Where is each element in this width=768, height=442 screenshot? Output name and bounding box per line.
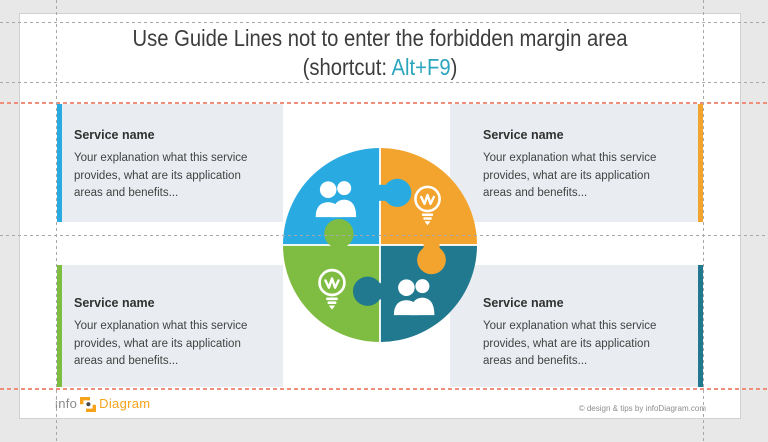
- shortcut-keys: Alt+F9: [391, 54, 451, 80]
- logo-icon: [80, 396, 97, 412]
- service-card-top-right[interactable]: Service name Your explanation what this …: [450, 104, 703, 222]
- logo-text-diagram: Diagram: [99, 396, 151, 411]
- margin-guide-bottom[interactable]: [0, 388, 768, 390]
- guide-horizontal-center[interactable]: [0, 235, 768, 236]
- guide-horizontal-title[interactable]: [0, 82, 768, 83]
- guide-horizontal-top[interactable]: [0, 22, 768, 23]
- puzzle-gap-horizontal: [281, 244, 479, 246]
- puzzle-knob-teal: [352, 276, 388, 306]
- service-card-bottom-left[interactable]: Service name Your explanation what this …: [57, 265, 283, 387]
- service-description: Your explanation what this service provi…: [483, 152, 657, 199]
- puzzle-piece-bottom-right[interactable]: [380, 245, 478, 343]
- puzzle-knob-orange: [417, 239, 446, 275]
- service-name: Service name: [483, 296, 564, 310]
- service-description: Your explanation what this service provi…: [483, 320, 657, 367]
- puzzle-knob-green: [324, 218, 354, 255]
- accent-bar-green: [57, 265, 62, 387]
- title-line-2: (shortcut: Alt+F9): [302, 54, 458, 80]
- puzzle-knob-blue: [374, 178, 412, 207]
- infodiagram-logo[interactable]: info Diagram: [55, 396, 150, 412]
- slide-title[interactable]: Use Guide Lines not to enter the forbidd…: [62, 24, 697, 82]
- margin-guide-top[interactable]: [0, 102, 768, 104]
- title-line-1: Use Guide Lines not to enter the forbidd…: [132, 25, 628, 51]
- service-name: Service name: [74, 296, 155, 310]
- logo-text-info: info: [55, 396, 78, 411]
- service-name: Service name: [74, 128, 155, 142]
- service-description: Your explanation what this service provi…: [74, 320, 248, 367]
- service-name: Service name: [483, 128, 564, 142]
- copyright-text[interactable]: © design & tips by infoDiagram.com: [578, 404, 706, 413]
- service-description: Your explanation what this service provi…: [74, 152, 248, 199]
- accent-bar-teal: [698, 265, 703, 387]
- accent-bar-blue: [57, 104, 62, 222]
- puzzle-diagram[interactable]: [281, 146, 479, 344]
- service-card-bottom-right[interactable]: Service name Your explanation what this …: [450, 265, 703, 387]
- accent-bar-orange: [698, 104, 703, 222]
- puzzle-piece-bottom-left[interactable]: [282, 245, 380, 343]
- guide-vertical-left[interactable]: [56, 0, 57, 442]
- guide-vertical-right[interactable]: [703, 0, 704, 442]
- service-card-top-left[interactable]: Service name Your explanation what this …: [57, 104, 283, 222]
